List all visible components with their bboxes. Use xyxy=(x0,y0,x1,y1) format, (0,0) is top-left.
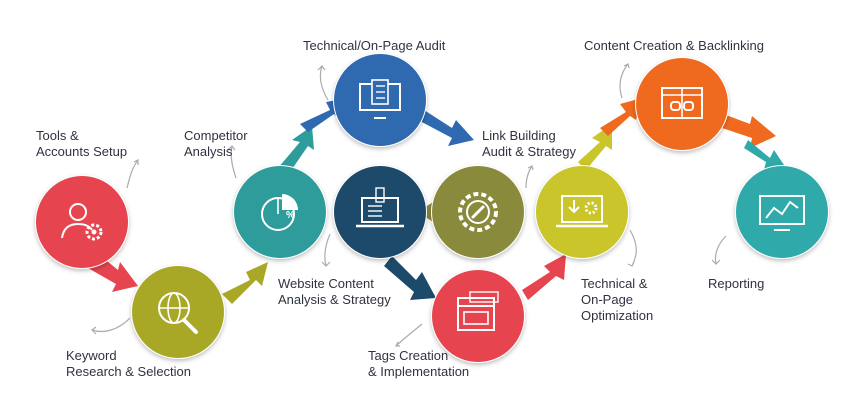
step-label-line: Tools & xyxy=(36,128,79,143)
step-label-line: Technical/On-Page Audit xyxy=(303,38,446,53)
step-optimization-circle xyxy=(536,166,628,258)
globe-search-icon xyxy=(158,292,198,334)
step-label-line: Content Creation & Backlinking xyxy=(584,38,764,53)
step-tools-circle xyxy=(36,176,128,268)
step-label-line: Research & Selection xyxy=(66,364,192,379)
connector-website-tags xyxy=(384,256,436,300)
connector-content-reporting xyxy=(716,112,776,148)
step-label-line: & Implementation xyxy=(368,364,470,379)
step-label-line: Reporting xyxy=(708,276,765,291)
step-keyword-circle xyxy=(132,266,224,358)
step-tools xyxy=(35,175,129,269)
step-label-line: Tags Creation xyxy=(368,348,449,363)
pie-chart-icon: % xyxy=(261,194,298,231)
step-label-tags: Tags Creation& Implementation xyxy=(368,348,469,380)
step-competitor-circle xyxy=(234,166,326,258)
gear-link-icon xyxy=(458,192,498,232)
line-chart-monitor-icon xyxy=(759,195,805,231)
connector-tags-opt xyxy=(522,254,566,300)
step-website-circle xyxy=(334,166,426,258)
connector-keyword-competitor xyxy=(222,262,268,304)
browser-window-icon xyxy=(457,291,499,331)
step-link xyxy=(431,165,525,259)
step-competitor: % xyxy=(233,165,327,259)
connector-audit-link xyxy=(418,110,474,146)
flow-connectors xyxy=(88,98,786,304)
connector-opt-content xyxy=(600,98,642,136)
step-label-line: Link Building xyxy=(482,128,556,143)
step-label-content: Content Creation & Backlinking xyxy=(584,38,764,54)
checklist-monitor-icon xyxy=(359,79,401,119)
step-label-line: Competitor xyxy=(184,128,248,143)
step-label-audit: Technical/On-Page Audit xyxy=(303,38,445,54)
step-label-tools: Tools &Accounts Setup xyxy=(36,128,127,160)
step-content xyxy=(635,57,729,151)
step-tags xyxy=(431,269,525,363)
step-label-line: Optimization xyxy=(581,308,654,323)
step-label-line: Accounts Setup xyxy=(36,144,128,159)
step-tags-circle xyxy=(432,270,524,362)
step-label-reporting: Reporting xyxy=(708,276,764,292)
download-laptop-icon xyxy=(556,195,608,228)
chain-link-icon xyxy=(661,87,703,119)
step-optimization xyxy=(535,165,629,259)
code-laptop-icon xyxy=(356,187,404,228)
step-label-line: Technical & xyxy=(581,276,648,291)
step-website xyxy=(333,165,427,259)
step-reporting-circle xyxy=(736,166,828,258)
leader-arrows xyxy=(91,63,727,347)
user-gear-icon xyxy=(61,203,103,241)
svg-text:%: % xyxy=(286,210,295,221)
connector-link-opt xyxy=(578,124,612,170)
connector-reporting-arrow xyxy=(744,140,786,170)
step-label-line: Keyword xyxy=(66,348,117,363)
step-keyword xyxy=(131,265,225,359)
step-label-line: Analysis & Strategy xyxy=(278,292,391,307)
step-reporting xyxy=(735,165,829,259)
step-label-line: Audit & Strategy xyxy=(482,144,576,159)
step-label-line: On-Page xyxy=(581,292,634,307)
step-label-line: Analysis xyxy=(184,144,233,159)
step-label-line: Website Content xyxy=(278,276,374,291)
connector-competitor-audit-a xyxy=(278,126,314,172)
step-audit xyxy=(333,53,427,147)
